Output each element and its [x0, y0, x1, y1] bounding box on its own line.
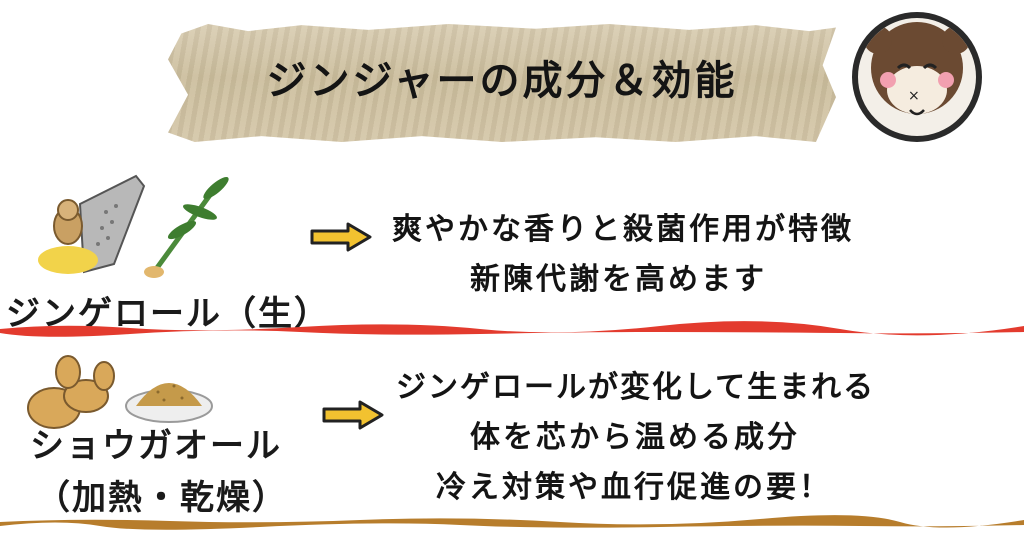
effect-line: 爽やかな香りと殺菌作用が特徴 — [392, 212, 854, 247]
svg-text:×: × — [908, 88, 920, 104]
effect-line: 体を芯から温める成分 — [470, 420, 800, 455]
effect-line: 冷え対策や血行促進の要！ — [436, 470, 832, 505]
divider-red — [0, 321, 1024, 337]
bear-avatar-icon: × — [864, 22, 970, 116]
page-title: ジンジャーの成分＆効能 — [266, 58, 738, 104]
arrow-right-icon — [322, 400, 384, 430]
component-sublabel: （加熱・乾燥） — [36, 478, 288, 518]
arrow-right-icon — [310, 222, 372, 252]
effect-line: 新陳代謝を高めます — [470, 262, 767, 297]
divider-brown — [0, 515, 1024, 530]
ginger-powder-icon — [125, 383, 213, 423]
effect-line: ジンゲロールが変化して生まれる — [396, 370, 876, 405]
ginger-grater-icon — [38, 174, 146, 274]
component-label: ショウガオール — [30, 426, 282, 466]
title-tape — [168, 24, 836, 142]
ginger-plant-icon — [144, 177, 229, 278]
avatar: × — [852, 12, 982, 142]
ginger-root-icon — [27, 355, 115, 429]
